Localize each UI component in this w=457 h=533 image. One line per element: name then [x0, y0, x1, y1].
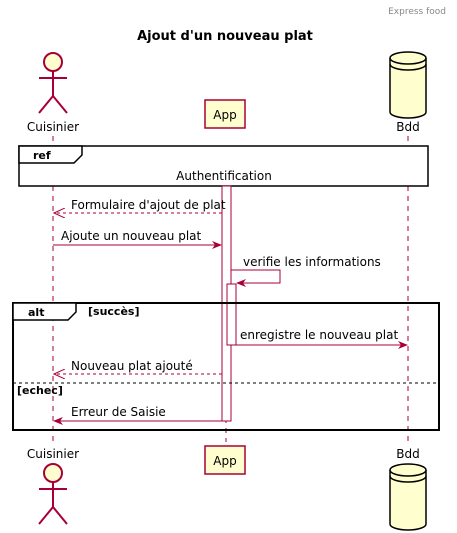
participant-box-app — [204, 99, 246, 129]
header-label: Express food — [388, 7, 446, 17]
activation-app-nested — [226, 283, 237, 346]
actor-icon-bottom — [38, 463, 68, 525]
alt-guard-success: [succès] — [88, 305, 139, 318]
participant-label-bdd-bottom: Bdd — [396, 447, 419, 461]
alt-tag-box — [12, 302, 77, 321]
database-icon — [389, 51, 427, 119]
database-icon-bottom — [389, 463, 427, 531]
ref-tag: ref — [33, 149, 51, 162]
message-arrow-3 — [231, 269, 281, 287]
diagram-title: Ajout d'un nouveau plat — [137, 29, 313, 44]
ref-tag-box — [18, 145, 83, 164]
alt-frame — [12, 302, 440, 431]
alt-guard-failure: [echec] — [17, 384, 63, 397]
participant-label-app: App — [213, 108, 236, 122]
message-label-5: Nouveau plat ajouté — [71, 359, 193, 373]
message-label-2: Ajoute un nouveau plat — [61, 229, 202, 243]
participant-label-bdd: Bdd — [396, 120, 419, 134]
ref-text: Authentification — [176, 169, 272, 183]
ref-frame — [18, 145, 429, 187]
alt-tag: alt — [28, 306, 44, 319]
participant-box-app-bottom — [204, 445, 246, 475]
message-label-6: Erreur de Saisie — [71, 405, 166, 419]
actor-icon — [38, 52, 68, 114]
message-label-1: Formulaire d'ajout de plat — [71, 198, 226, 212]
message-label-3: verifie les informations — [243, 255, 381, 269]
participant-label-cuisinier-bottom: Cuisinier — [27, 447, 79, 461]
participant-label-app-bottom: App — [213, 454, 236, 468]
participant-label-cuisinier: Cuisinier — [27, 120, 79, 134]
message-label-4: enregistre le nouveau plat — [240, 328, 398, 342]
